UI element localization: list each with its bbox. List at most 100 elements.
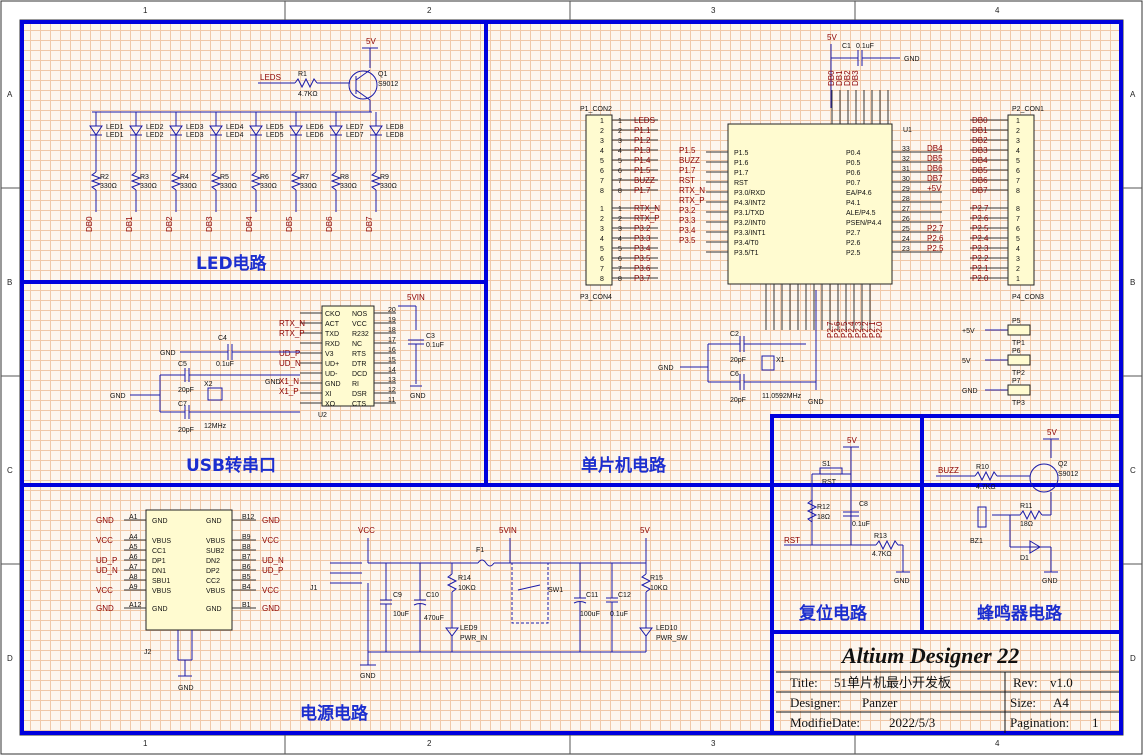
ruler-row-b-right: B xyxy=(1130,278,1135,287)
resistor-icon xyxy=(370,171,382,191)
j2-right-pin: GND xyxy=(206,518,222,525)
u1-right-pin: P2.5 xyxy=(846,250,861,257)
resistor-label: R6 xyxy=(260,174,269,181)
p2-pin-num: 1 xyxy=(1016,118,1020,125)
p3-pin-num: 1 xyxy=(600,206,604,213)
power-5v: 5V xyxy=(640,526,650,535)
led-diode-icon xyxy=(129,125,143,136)
p1-pin-num-outer: 8 xyxy=(618,188,622,195)
c4-value: 0.1uF xyxy=(216,361,234,368)
c11-label: C11 xyxy=(586,592,598,599)
ruler-col-3-bottom: 3 xyxy=(711,739,716,748)
p3-pin-num: 5 xyxy=(600,246,604,253)
u1-left-pin: P1.6 xyxy=(734,160,749,167)
size-value: A4 xyxy=(1053,695,1069,710)
u2-right-pin: DCD xyxy=(352,371,367,378)
p2-net: DB4 xyxy=(972,156,988,165)
r13-value: 4.7KΩ xyxy=(872,551,892,558)
p2-net: DB2 xyxy=(972,136,988,145)
mcu-circuit: 5V C1 0.1uF GND U1 P1.5P1.6P1.7RSTP3.0/R… xyxy=(580,33,1044,476)
u2-pin-num: 16 xyxy=(388,347,396,354)
q2-label: Q2 xyxy=(1058,461,1067,468)
f1-fuse xyxy=(477,559,495,567)
r10-label: R10 xyxy=(976,464,989,471)
u2-net-label: RTX_P xyxy=(279,329,305,338)
u1-bottom-net: P2.2 xyxy=(861,321,870,338)
p3-pin-num-outer: 5 xyxy=(618,246,622,253)
j2-left-pin-num: A6 xyxy=(129,554,138,561)
p1-pin-num: 6 xyxy=(600,168,604,175)
ruler-col-4: 4 xyxy=(995,6,1000,15)
p3-net: P3.3 xyxy=(634,234,651,243)
j2-left-pin-num: A5 xyxy=(129,544,138,551)
j2-right-net: GND xyxy=(262,604,280,613)
u2-net-label: RTX_N xyxy=(279,319,305,328)
led-section-title: LED电路 xyxy=(196,253,268,274)
u1-bottom-net: P2.0 xyxy=(875,321,884,338)
p1-net: P1.7 xyxy=(634,186,651,195)
u2-left-pin: GND xyxy=(325,381,341,388)
u1-right-pin: P2.6 xyxy=(846,240,861,247)
p1-p3-connector xyxy=(585,114,613,286)
j2-right-net: VCC xyxy=(262,586,279,595)
led-array: LED1LED1R2330ΩDB0LED2LED2R3330ΩDB1LED3LE… xyxy=(85,112,404,232)
u1-pins: P1.5P1.6P1.7RSTP3.0/RXDP4.3/INT2P3.1/TXD… xyxy=(679,70,944,338)
q1-value: S9012 xyxy=(378,81,398,88)
p3-pin-num: 7 xyxy=(600,266,604,273)
u2-pins: CKOACTTXDRXDV3UD+UD-GNDXIXONOS20VCC19R23… xyxy=(279,307,396,408)
p1-pin-num: 7 xyxy=(600,178,604,185)
r12-symbol xyxy=(806,499,818,523)
x1-crystal xyxy=(761,355,775,371)
u1-left-pin: P4.3/INT2 xyxy=(734,200,766,207)
p3-pin-num-outer: 4 xyxy=(618,236,622,243)
resistor-icon xyxy=(330,171,342,191)
r15-label: R15 xyxy=(650,575,663,582)
led9-value: PWR_IN xyxy=(460,635,487,642)
ruler-labels: 1 2 3 4 1 2 3 4 A B C D A B C D xyxy=(7,6,1136,748)
c1-value: 0.1uF xyxy=(856,43,874,50)
j2-left-net: UD_P xyxy=(96,556,117,565)
tp-label: TP3 xyxy=(1012,400,1025,407)
u2-pin-num: 17 xyxy=(388,337,396,344)
r1-value: 4.7KΩ xyxy=(298,91,318,98)
u1-left-pin: P3.0/RXD xyxy=(734,190,765,197)
j2-left-net: VCC xyxy=(96,536,113,545)
u1-right-net: DB7 xyxy=(927,174,943,183)
j2-left-net: GND xyxy=(96,604,114,613)
p1-net: P1.4 xyxy=(634,156,651,165)
led-label-2: LED3 xyxy=(186,132,204,139)
j2-usb-connector xyxy=(145,509,233,631)
p2-pin-num: 8 xyxy=(1016,188,1020,195)
r1-label: R1 xyxy=(298,71,307,78)
p4-pin-num: 8 xyxy=(1016,206,1020,213)
u1-right-pin: PSEN/P4.4 xyxy=(846,220,882,227)
p1-pin-num-outer: 5 xyxy=(618,158,622,165)
tp-label: TP2 xyxy=(1012,370,1025,377)
resistor-value: 330Ω xyxy=(300,183,317,190)
tp-conn-label: P6 xyxy=(1012,348,1021,355)
p4-net: P2.3 xyxy=(972,244,989,253)
j2-left-pin-num: A12 xyxy=(129,602,142,609)
p2-pin-num: 5 xyxy=(1016,158,1020,165)
usb-gnd-c4: GND xyxy=(160,350,176,357)
buzz-net: BUZZ xyxy=(938,466,959,475)
r11-symbol xyxy=(1019,509,1043,521)
u1-pin-num: 23 xyxy=(902,246,910,253)
u1-top-net: DB0 xyxy=(827,70,836,86)
led-net-label: DB4 xyxy=(245,216,254,232)
page-label: Pagination: xyxy=(1010,715,1069,730)
p1-net: P1.1 xyxy=(634,126,651,135)
p3-net: P3.6 xyxy=(634,264,651,273)
j2-right-pin-num: B6 xyxy=(242,564,251,571)
j2-left-pin-num: A1 xyxy=(129,514,138,521)
j1-label: J1 xyxy=(310,585,318,592)
resistor-value: 330Ω xyxy=(140,183,157,190)
section-borders xyxy=(20,20,1123,735)
p1-net: P1.2 xyxy=(634,136,651,145)
tp-connector xyxy=(1007,384,1031,396)
p3-net: P3.4 xyxy=(634,244,651,253)
u1-bottom-net: P2.6 xyxy=(833,321,842,338)
reset-supply: 5V xyxy=(847,436,857,445)
